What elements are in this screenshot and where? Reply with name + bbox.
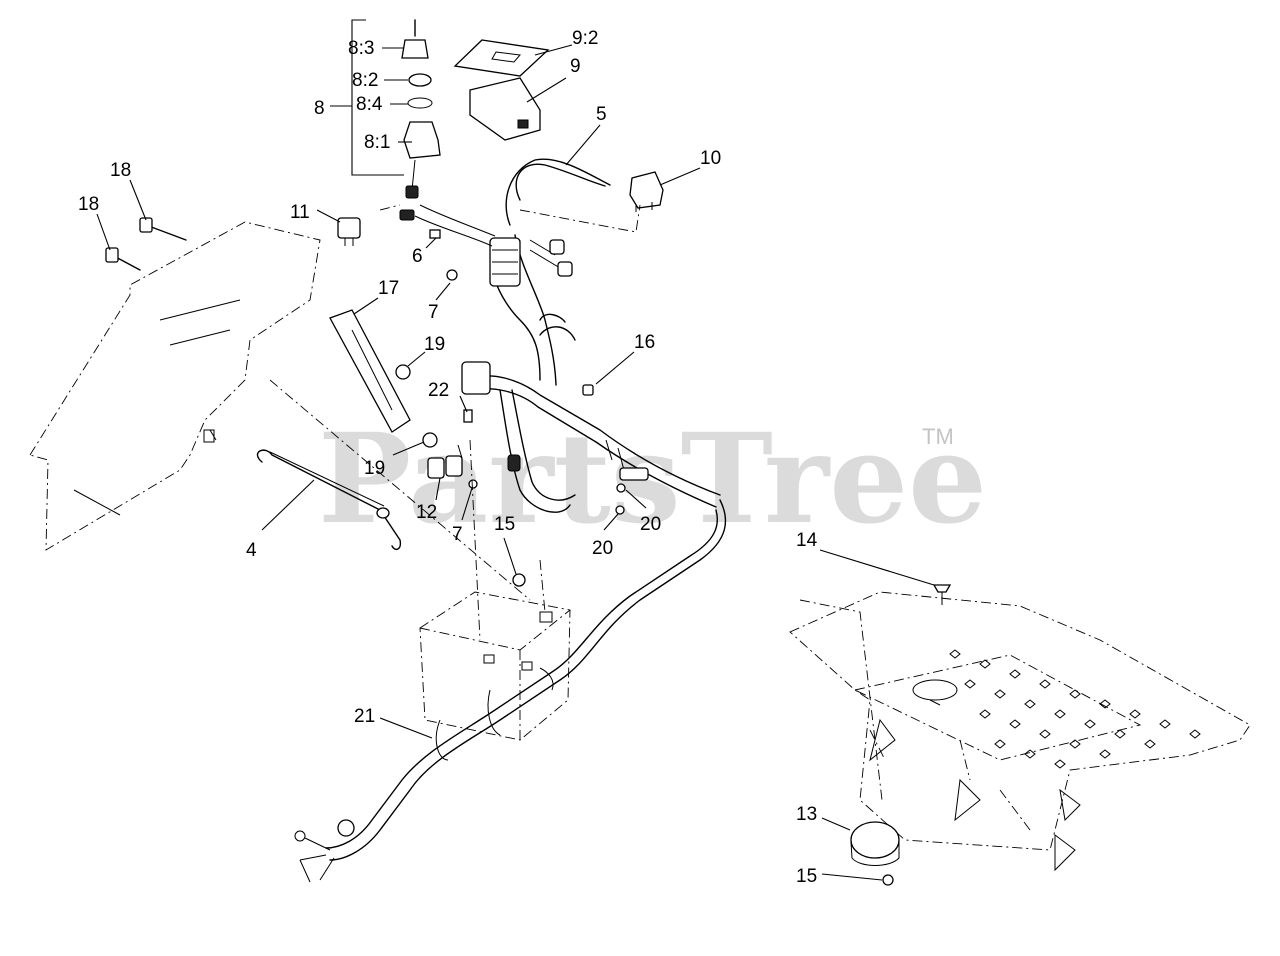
ignition-switch-8 — [401, 19, 441, 199]
callout-label: 12 — [416, 502, 437, 523]
callout-label: 17 — [378, 278, 399, 299]
leader-lines — [96, 19, 935, 881]
callout-label: 8:3 — [348, 38, 374, 59]
bolt-16 — [582, 384, 594, 396]
callout-label: 19 — [364, 458, 385, 479]
callout-label: 11 — [290, 202, 310, 223]
callout-label: 20 — [640, 514, 661, 535]
nut-15-a — [512, 573, 526, 587]
callout-label: 22 — [428, 380, 449, 401]
switch-10 — [629, 171, 664, 212]
harness-21 — [294, 499, 727, 883]
callout-label: 9:2 — [572, 28, 598, 49]
callout-label: 18 — [78, 194, 99, 215]
nut-19-b — [422, 432, 438, 448]
pin-14 — [932, 584, 952, 605]
callout-label: 14 — [796, 530, 818, 551]
callout-label: 8 — [314, 98, 325, 119]
clip-20-a — [616, 483, 626, 493]
side-panel — [29, 221, 321, 551]
callout-label: 7 — [428, 302, 439, 323]
callout-label: 4 — [246, 540, 257, 561]
bracket-17 — [329, 309, 411, 433]
nut-7-b — [468, 479, 478, 489]
screw-6 — [429, 229, 441, 239]
bolt-22 — [463, 409, 473, 423]
clip-20-b — [615, 505, 625, 515]
callout-label: 6 — [412, 246, 423, 267]
callout-label: 15 — [796, 866, 817, 887]
strap-4 — [256, 449, 402, 551]
bolt-18-a — [139, 217, 187, 241]
platform-grip-pattern — [949, 649, 1201, 769]
harness-lower — [461, 313, 721, 513]
wire-harness-5 — [399, 158, 611, 386]
callout-label: 16 — [634, 332, 655, 353]
callout-label: 10 — [700, 148, 721, 169]
callout-label: 9 — [570, 56, 581, 77]
callout-label: 20 — [592, 538, 613, 559]
relay-11 — [337, 217, 361, 246]
callout-label: 18 — [110, 160, 131, 181]
callout-label: 21 — [354, 706, 375, 727]
callout-label: 8:4 — [356, 94, 383, 115]
callout-label: 5 — [596, 104, 607, 125]
callout-label: 19 — [424, 334, 445, 355]
callout-label: 13 — [796, 804, 817, 825]
watermark: PartsTree TM — [318, 407, 987, 552]
cover-9 — [453, 39, 550, 141]
callout-label: 8:2 — [352, 70, 378, 91]
nut-15-b — [882, 874, 894, 886]
callout-label: 7 — [452, 524, 463, 545]
nut-7-a — [446, 269, 458, 281]
alarm-13 — [850, 821, 900, 866]
callout-labels: 8:3 8:2 8:4 8 8:1 9:2 9 5 10 11 18 18 6 … — [78, 28, 818, 887]
nut-19-a — [395, 364, 411, 380]
callout-label: 15 — [494, 514, 515, 535]
bolt-18-b — [105, 247, 141, 271]
watermark-brand: PartsTree — [318, 407, 987, 552]
floor-platform — [789, 591, 1251, 872]
watermark-trademark: TM — [922, 424, 954, 449]
battery — [419, 591, 571, 741]
callout-label: 8:1 — [364, 132, 390, 153]
relay-12 — [427, 444, 463, 479]
